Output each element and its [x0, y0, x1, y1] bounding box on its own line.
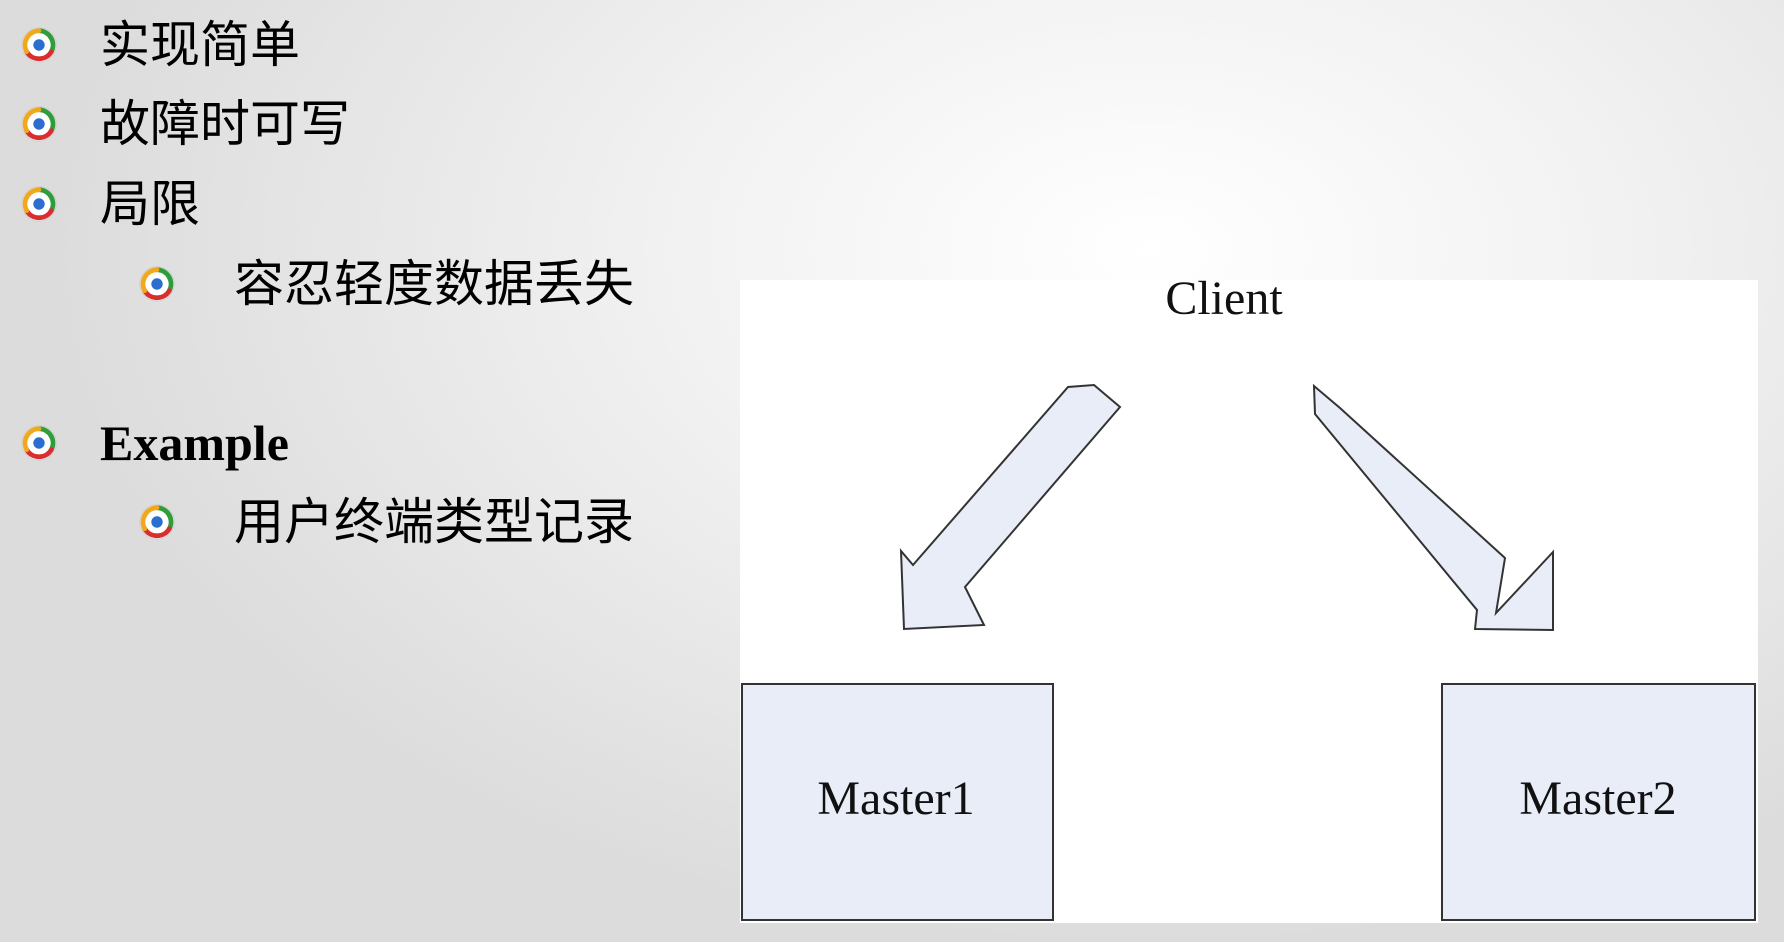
master1-box: [741, 683, 1054, 921]
master1-label: Master1: [817, 772, 974, 825]
ring-logo-icon: [21, 27, 57, 63]
arrow-to-master2: [1312, 383, 1554, 632]
bullet-item: Example: [0, 408, 289, 478]
bullet-item: 容忍轻度数据丢失: [0, 249, 634, 319]
arrow-to-master1: [899, 383, 1122, 631]
master2-box: [1441, 683, 1756, 921]
bullet-text: 局限: [100, 175, 200, 233]
ring-logo-icon: [139, 504, 175, 540]
bullet-item: 实现简单: [0, 10, 300, 80]
diagram-canvas: Client Master1 Master2: [741, 280, 1756, 921]
ring-logo-icon: [139, 266, 175, 302]
bullet-text: 实现简单: [100, 16, 300, 74]
ring-logo-icon: [21, 186, 57, 222]
master2-label: Master2: [1519, 772, 1676, 825]
bullet-text: Example: [100, 415, 289, 471]
bullet-text: 用户终端类型记录: [234, 493, 634, 551]
ring-logo-icon: [21, 425, 57, 461]
bullet-text: 故障时可写: [100, 95, 350, 153]
client-label: Client: [1165, 280, 1283, 325]
bullet-item: 故障时可写: [0, 89, 350, 159]
bullet-item: 局限: [0, 169, 200, 239]
ring-logo-icon: [21, 106, 57, 142]
bullet-item: 用户终端类型记录: [0, 487, 634, 557]
replication-diagram: Client Master1 Master2: [740, 280, 1758, 923]
bullet-list: 实现简单 故障时可写 局限 容忍轻度数据丢失: [0, 0, 720, 600]
bullet-text: 容忍轻度数据丢失: [234, 255, 634, 313]
